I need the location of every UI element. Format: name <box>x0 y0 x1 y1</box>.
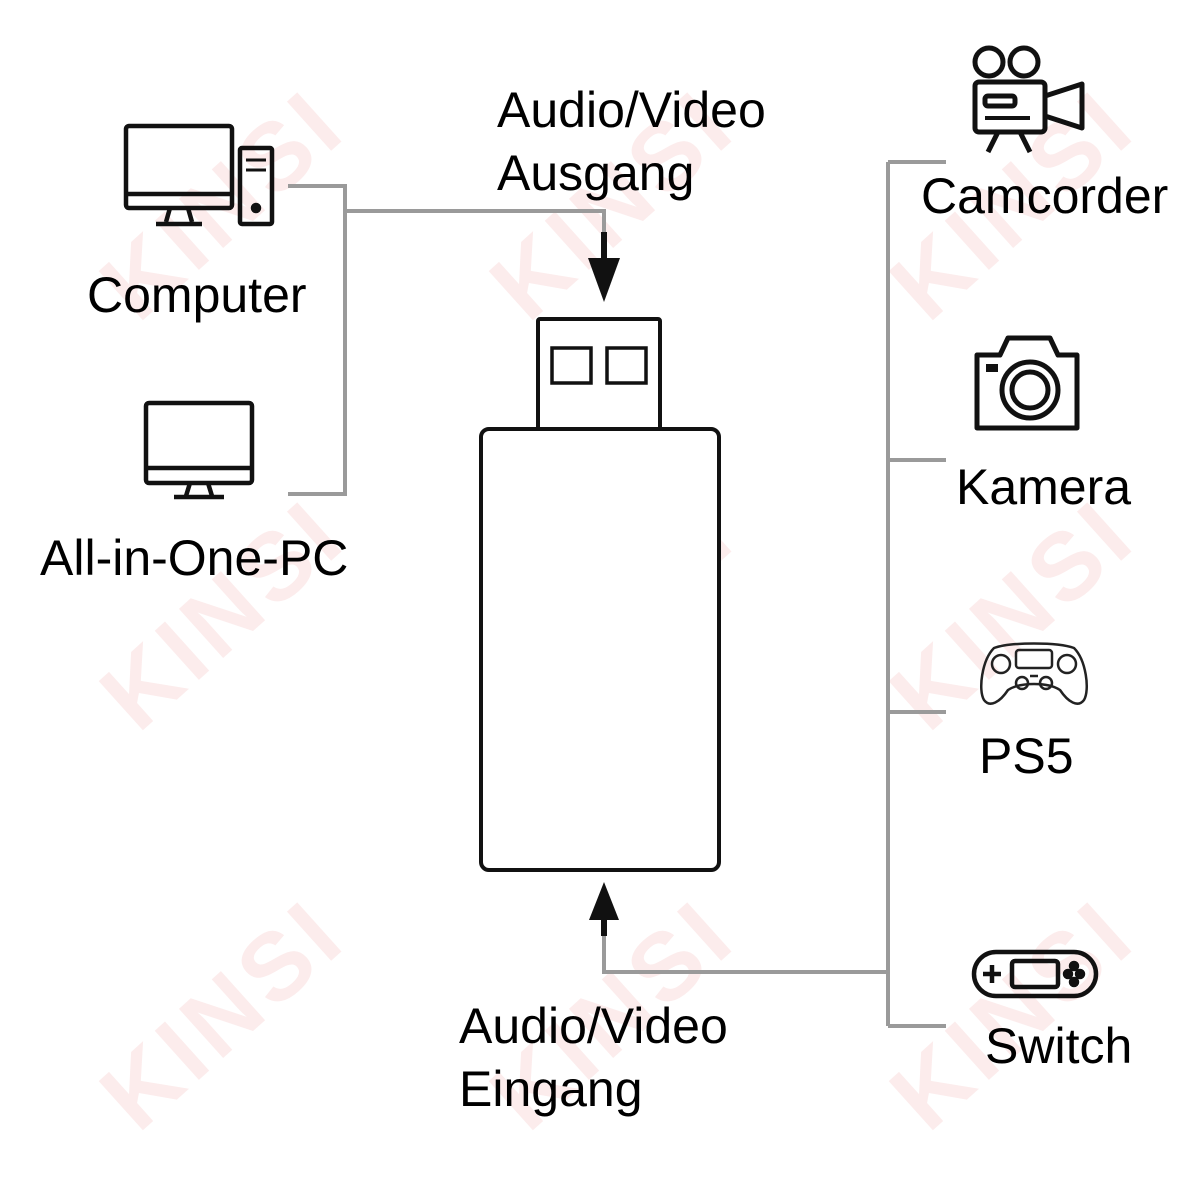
usb-dongle <box>479 317 721 872</box>
handheld-console-icon <box>971 949 1099 999</box>
desktop-computer-icon <box>123 123 275 227</box>
input-arrow <box>589 882 619 936</box>
camera-icon <box>974 335 1080 431</box>
output-label-line1: Audio/Video <box>497 82 766 138</box>
gamepad-icon <box>980 642 1088 705</box>
ps5-label: PS5 <box>979 728 1074 784</box>
kamera-label: Kamera <box>956 459 1132 515</box>
camcorder-label: Camcorder <box>921 168 1169 224</box>
output-arrow <box>588 232 620 302</box>
usb-contact-left <box>550 346 593 385</box>
usb-body <box>479 427 721 872</box>
output-line <box>345 209 606 250</box>
switch-label: Switch <box>985 1018 1133 1074</box>
input-label-line2: Eingang <box>459 1061 643 1117</box>
input-label-line1: Audio/Video <box>459 998 728 1054</box>
camcorder-icon <box>972 45 1085 154</box>
output-label-line2: Ausgang <box>497 145 695 201</box>
usb-contact-right <box>605 346 648 385</box>
monitor-icon <box>143 400 255 500</box>
computer-label: Computer <box>87 267 307 323</box>
all-in-one-pc-label: All-in-One-PC <box>40 530 349 586</box>
input-line <box>602 936 888 974</box>
left-bracket-line <box>288 184 347 496</box>
